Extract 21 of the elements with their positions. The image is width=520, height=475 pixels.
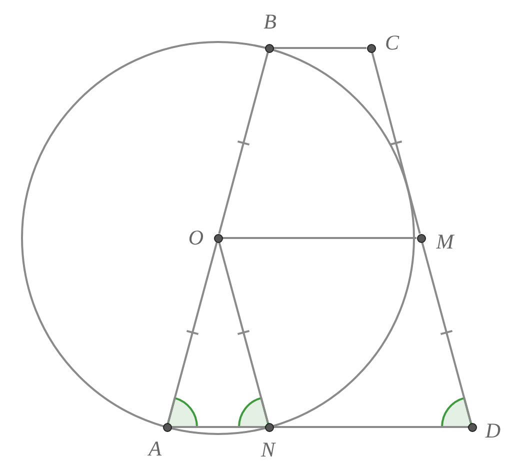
point-label: C xyxy=(385,32,399,54)
line-segment xyxy=(274,426,468,428)
line-segment xyxy=(218,52,269,234)
point-dot xyxy=(366,44,376,52)
line-segment xyxy=(274,47,366,49)
point-label: O xyxy=(188,228,204,248)
point-dot xyxy=(264,44,274,52)
line-segment xyxy=(172,426,264,428)
point-dot xyxy=(214,234,222,242)
point-dot xyxy=(416,234,426,242)
point-label: D xyxy=(485,420,501,442)
line-segment xyxy=(371,52,421,234)
point-label: N xyxy=(261,440,275,460)
line-segment xyxy=(167,242,218,423)
point-label: M xyxy=(436,232,454,252)
point-dot xyxy=(162,422,172,432)
point-label: A xyxy=(148,438,162,460)
line-segment xyxy=(421,242,472,423)
line-segment xyxy=(222,237,416,239)
line-segment xyxy=(218,242,269,423)
point-label: B xyxy=(264,12,276,32)
